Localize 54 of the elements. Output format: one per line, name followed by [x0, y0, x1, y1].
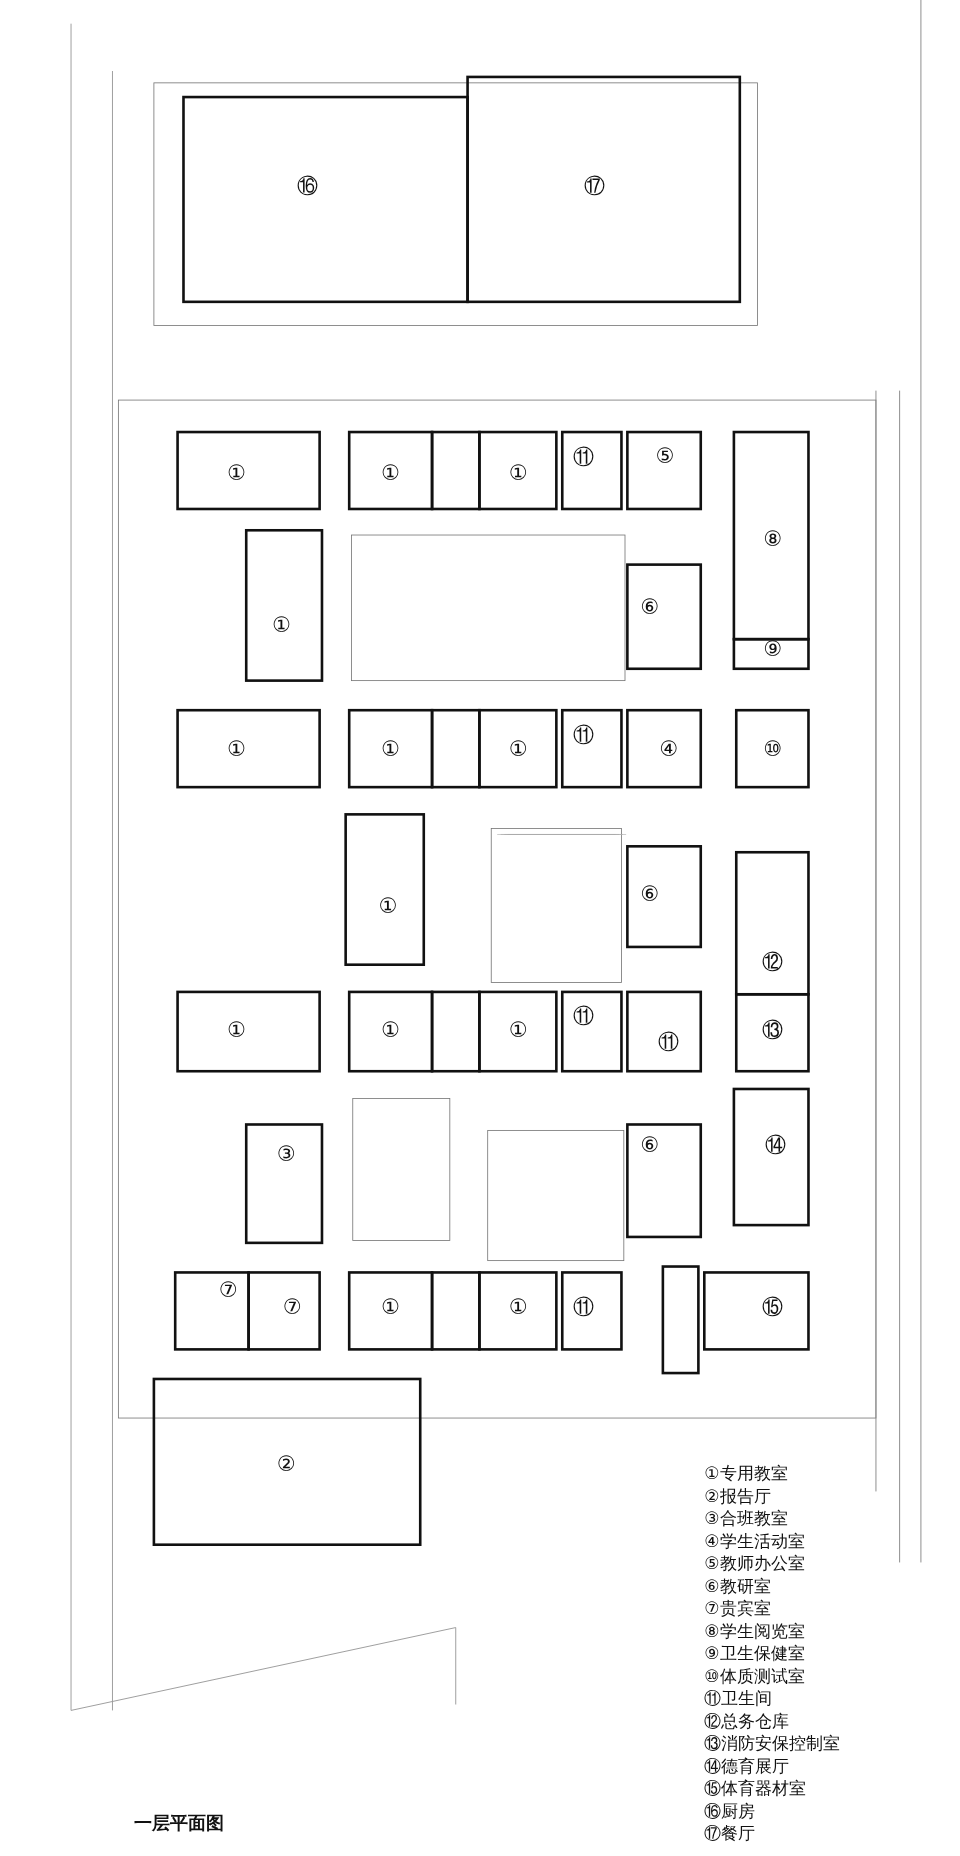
callout-number: ① [378, 895, 398, 917]
room-key-entry: ⑫总务仓库 [704, 1710, 791, 1732]
room-key-entry: ⑦贵宾室 [704, 1598, 772, 1619]
callout-number: ⑨ [763, 638, 783, 660]
callout-number: ⑪ [573, 1296, 595, 1318]
room-key-entry: ⑩体质测试室 [704, 1665, 806, 1687]
callout-number: ① [381, 1296, 401, 1318]
callout-number: ① [509, 1296, 528, 1318]
callout-number: ⑥ [640, 1134, 660, 1156]
room-key-entry: ③合班教室 [704, 1508, 789, 1529]
room-key-entry: ⑭德育展厅 [704, 1755, 791, 1777]
callout-number: ② [277, 1453, 296, 1475]
room-key-entry: ⑤教师办公室 [704, 1553, 806, 1574]
callout-number: ① [509, 1019, 528, 1041]
callout-number: ④ [659, 738, 679, 760]
plan-title: 一层平面图 [133, 1811, 224, 1836]
callout-number: ⑤ [655, 445, 675, 467]
callout-number: ① [509, 738, 528, 760]
callout-number: ① [272, 614, 292, 636]
callout-number: ① [227, 1019, 247, 1041]
room-key-entry: ⑪卫生间 [704, 1688, 774, 1709]
callout-number: ⑯ [297, 175, 319, 197]
callout-number: ③ [277, 1143, 296, 1165]
room-key-entry: ⑮体育器材室 [704, 1778, 808, 1799]
callout-number: ① [381, 463, 401, 484]
callout-number: ⑧ [763, 528, 783, 550]
callout-number: ⑪ [573, 446, 595, 468]
callout-number: ① [509, 463, 528, 484]
callout-number: ⑮ [762, 1296, 784, 1318]
callout-number: ⑩ [763, 738, 783, 760]
room-key-entry: ⑥教研室 [704, 1575, 772, 1597]
room-key-entry: ⑨卫生保健室 [704, 1643, 806, 1664]
callout-number: ⑦ [282, 1296, 302, 1318]
callout-number: ① [381, 738, 401, 760]
callout-number: ⑪ [573, 724, 595, 746]
callout-number: ⑥ [640, 596, 660, 618]
room-key-entry: ⑬消防安保控制室 [704, 1733, 841, 1754]
callout-number: ① [227, 463, 247, 484]
callout-number: ⑬ [762, 1019, 784, 1041]
room-key-entry: ⑰餐厅 [704, 1823, 757, 1844]
callout-number: ⑰ [583, 175, 605, 197]
callout-number: ① [227, 738, 247, 760]
callout-number: ⑪ [573, 1005, 595, 1027]
room-key-entry: ④学生活动室 [704, 1530, 806, 1552]
callout-number: ⑪ [658, 1031, 680, 1053]
callout-number: ⑦ [219, 1279, 238, 1301]
room-key-entry: ②报告厅 [704, 1485, 772, 1507]
callout-number: ⑭ [764, 1134, 786, 1156]
callout-number: ⑥ [640, 883, 660, 905]
callout-number: ① [381, 1019, 401, 1041]
room-key-entry: ①专用教室 [704, 1463, 789, 1484]
room-key-entry: ⑧学生阅览室 [704, 1620, 806, 1642]
room-key-entry: ⑯厨房 [704, 1800, 757, 1822]
callout-number: ⑫ [762, 951, 784, 973]
